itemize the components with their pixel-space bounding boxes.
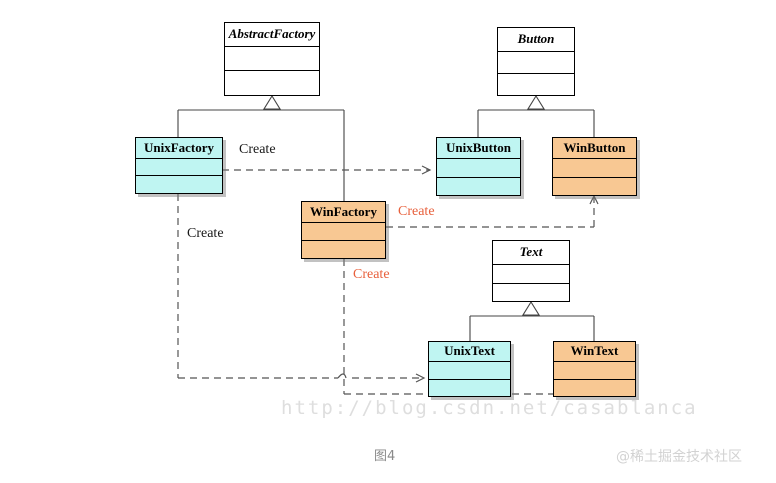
- class-operations-abstract-factory: [225, 71, 319, 95]
- class-box-unix-button[interactable]: UnixButton: [436, 137, 521, 196]
- edge-label-create-unix-text: Create: [187, 226, 224, 241]
- class-operations-win-factory: [302, 241, 385, 258]
- class-box-win-button[interactable]: WinButton: [552, 137, 637, 196]
- watermark-brand: @稀土掘金技术社区: [616, 449, 742, 465]
- class-box-button[interactable]: Button: [497, 27, 575, 96]
- class-name-unix-button: UnixButton: [437, 138, 520, 159]
- edge-label-create-unix-button: Create: [239, 142, 276, 157]
- class-box-abstract-factory[interactable]: AbstractFactory: [224, 22, 320, 96]
- edge-label-create-win-text: Create: [353, 267, 390, 282]
- class-attributes-unix-button: [437, 159, 520, 178]
- class-name-win-factory: WinFactory: [302, 202, 385, 223]
- class-attributes-win-text: [554, 362, 635, 380]
- class-attributes-unix-text: [429, 362, 510, 380]
- class-name-button: Button: [498, 28, 574, 52]
- class-name-text: Text: [493, 241, 569, 265]
- class-name-unix-factory: UnixFactory: [136, 138, 222, 159]
- class-box-text[interactable]: Text: [492, 240, 570, 302]
- class-operations-unix-button: [437, 178, 520, 195]
- class-operations-win-button: [553, 178, 636, 195]
- line-hop: [337, 373, 347, 379]
- class-attributes-win-button: [553, 159, 636, 178]
- class-operations-unix-text: [429, 380, 510, 396]
- class-attributes-button: [498, 52, 574, 74]
- class-attributes-abstract-factory: [225, 47, 319, 71]
- generalization-text: [469, 300, 595, 341]
- class-name-unix-text: UnixText: [429, 342, 510, 362]
- class-attributes-text: [493, 265, 569, 284]
- edge-label-create-win-button: Create: [398, 204, 435, 219]
- class-operations-text: [493, 284, 569, 302]
- watermark-url: http://blog.csdn.net/casablanca: [281, 397, 698, 419]
- class-operations-unix-factory: [136, 176, 222, 193]
- class-operations-win-text: [554, 380, 635, 396]
- class-attributes-win-factory: [302, 223, 385, 241]
- generalization-button: [477, 94, 595, 137]
- class-attributes-unix-factory: [136, 159, 222, 176]
- class-operations-button: [498, 74, 574, 96]
- class-name-win-text: WinText: [554, 342, 635, 362]
- class-name-abstract-factory: AbstractFactory: [225, 23, 319, 47]
- class-box-win-text[interactable]: WinText: [553, 341, 636, 397]
- class-box-win-factory[interactable]: WinFactory: [301, 201, 386, 259]
- figure-caption: 图4: [374, 449, 396, 464]
- class-box-unix-text[interactable]: UnixText: [428, 341, 511, 397]
- class-box-unix-factory[interactable]: UnixFactory: [135, 137, 223, 194]
- class-name-win-button: WinButton: [553, 138, 636, 159]
